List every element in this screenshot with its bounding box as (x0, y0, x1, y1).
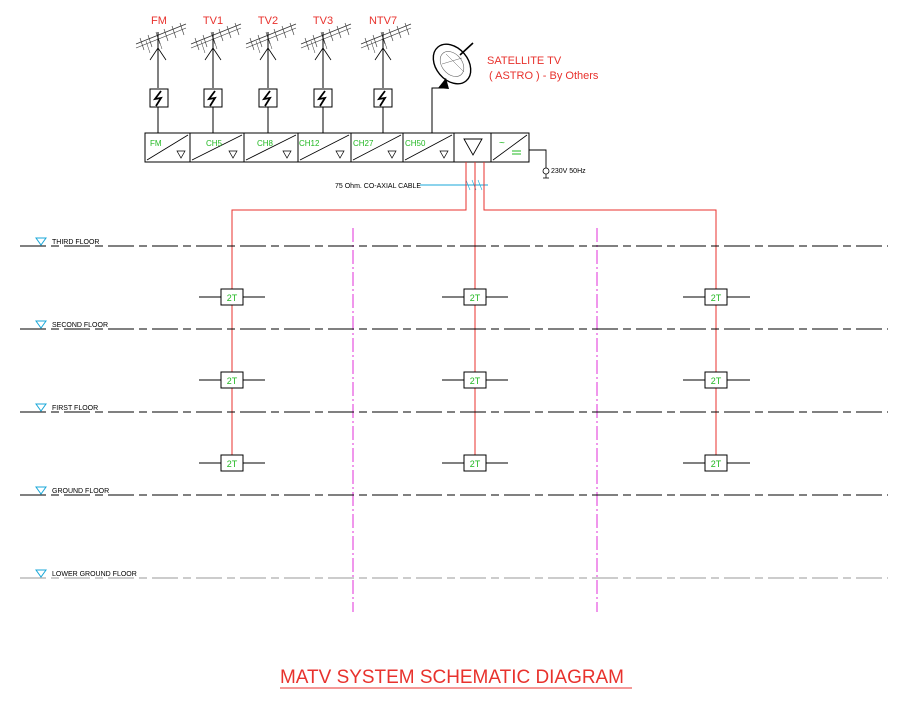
module-label-ch5: CH5 (206, 139, 223, 148)
ac-symbol-icon: ~ (499, 138, 505, 149)
tap-label: 2T (711, 293, 722, 303)
headend-rack: FM CH5 CH8 CH12 CH27 (144, 132, 530, 163)
module-ch8: CH8 (243, 132, 299, 163)
module-fm: FM (144, 132, 191, 163)
antenna-label-tv2: TV2 (258, 15, 278, 27)
arrestor-fm-icon (149, 88, 169, 133)
diagram-title: MATV SYSTEM SCHEMATIC DIAGRAM (280, 667, 624, 688)
tap-label: 2T (470, 293, 481, 303)
tap-center-first: 2T (442, 454, 508, 472)
satellite-label-line2: ( ASTRO ) - By Others (489, 70, 599, 82)
mains-plug-icon (529, 149, 550, 179)
module-label-ch8: CH8 (257, 139, 274, 148)
tap-label: 2T (711, 376, 722, 386)
module-ch5: CH5 (189, 132, 245, 163)
module-label-ch50: CH50 (405, 139, 426, 148)
arrestor-tv3-icon (313, 88, 333, 133)
tap-left-second: 2T (199, 371, 265, 389)
antenna-ntv7: NTV7 (360, 15, 412, 88)
tap-offs: 2T 2T 2T 2T 2T 2T 2T (199, 288, 750, 472)
zone-dividers (352, 228, 598, 612)
arrestor-tv1-icon (203, 88, 223, 133)
module-label-fm: FM (150, 139, 162, 148)
floor-ground: GROUND FLOOR (20, 486, 888, 496)
module-power-supply: ~ (490, 132, 530, 163)
cable-label: 75 Ohm. CO-AXIAL CABLE (335, 183, 421, 190)
module-ch12: CH12 (297, 132, 352, 163)
tap-label: 2T (470, 459, 481, 469)
floor-label-second: SECOND FLOOR (52, 322, 108, 329)
coaxial-risers (231, 162, 717, 462)
floor-label-first: FIRST FLOOR (52, 405, 98, 412)
tap-center-second: 2T (442, 371, 508, 389)
antenna-label-tv1: TV1 (203, 15, 223, 27)
antenna-tv2: TV2 (245, 15, 297, 88)
module-ch50: CH50 (402, 132, 455, 163)
satellite-label-line1: SATELLITE TV (487, 55, 562, 67)
floor-third: THIRD FLOOR (20, 237, 888, 247)
arrestor-tv2-icon (258, 88, 278, 133)
tap-label: 2T (227, 459, 238, 469)
tap-label: 2T (470, 376, 481, 386)
floor-second: SECOND FLOOR (20, 320, 888, 330)
module-label-ch12: CH12 (299, 139, 320, 148)
tap-right-third: 2T (683, 288, 750, 306)
antenna-label-tv3: TV3 (313, 15, 333, 27)
tap-left-first: 2T (199, 454, 265, 472)
tap-label: 2T (711, 459, 722, 469)
floor-levels: THIRD FLOOR SECOND FLOOR FIRST FLOOR GRO… (20, 237, 888, 579)
arrestor-ntv7-icon (373, 88, 393, 133)
antenna-tv1: TV1 (190, 15, 242, 88)
tap-center-third: 2T (442, 288, 508, 306)
tap-right-second: 2T (683, 371, 750, 389)
tap-label: 2T (227, 293, 238, 303)
satellite-dish-icon (431, 42, 474, 133)
module-amplifier (453, 132, 492, 163)
floor-lower-ground: LOWER GROUND FLOOR (20, 569, 888, 579)
floor-label-third: THIRD FLOOR (52, 239, 99, 246)
antenna-label-fm: FM (151, 15, 167, 27)
floor-label-lower-ground: LOWER GROUND FLOOR (52, 571, 137, 578)
tap-label: 2T (227, 376, 238, 386)
riser-right (483, 162, 717, 462)
surge-arrestors (149, 88, 393, 133)
module-label-ch27: CH27 (353, 139, 374, 148)
floor-label-ground: GROUND FLOOR (52, 488, 109, 495)
tap-left-third: 2T (199, 288, 265, 306)
antenna-fm: FM (135, 15, 187, 88)
module-ch27: CH27 (350, 132, 404, 163)
floor-first: FIRST FLOOR (20, 403, 888, 413)
riser-left (231, 162, 467, 462)
antenna-tv3: TV3 (300, 15, 352, 88)
antenna-array: FM TV1 TV2 TV3 NTV7 (135, 15, 412, 88)
power-label: 230V 50Hz (551, 168, 586, 175)
tap-right-first: 2T (683, 454, 750, 472)
antenna-label-ntv7: NTV7 (369, 15, 397, 27)
